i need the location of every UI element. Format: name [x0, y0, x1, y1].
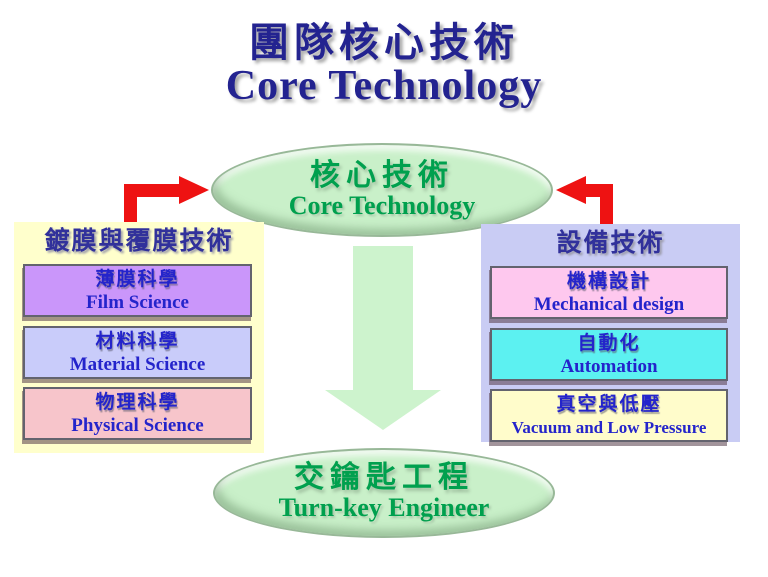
left-red-arrowhead-icon	[179, 176, 209, 204]
vacuum-low-pressure-en: Vacuum and Low Pressure	[511, 418, 707, 437]
mechanical-design-box: 機構設計 Mechanical design	[490, 266, 728, 319]
turnkey-engineer-ellipse: 交鑰匙工程 Turn-key Engineer	[213, 448, 555, 538]
film-science-en: Film Science	[86, 292, 189, 313]
vacuum-low-pressure-zh: 真空與低壓	[556, 394, 662, 415]
equipment-panel-title: 設備技術	[556, 229, 665, 257]
core-technology-ellipse: 核心技術 Core Technology	[211, 143, 553, 237]
automation-zh: 自動化	[577, 333, 641, 354]
mechanical-design-zh: 機構設計	[566, 271, 651, 292]
equipment-panel: 設備技術 機構設計 Mechanical design 自動化 Automati…	[481, 224, 740, 442]
film-science-zh: 薄膜科學	[95, 269, 180, 290]
right-red-arrow-horizontal	[586, 184, 613, 197]
right-red-arrowhead-icon	[556, 176, 586, 204]
slide-title-en: Core Technology	[225, 63, 543, 109]
material-science-box: 材料科學 Material Science	[23, 326, 252, 379]
physical-science-zh: 物理科學	[95, 392, 180, 413]
physical-science-box: 物理科學 Physical Science	[23, 387, 252, 440]
physical-science-en: Physical Science	[71, 415, 204, 436]
slide-title-zh: 團隊核心技術	[249, 21, 519, 65]
coating-film-panel: 鍍膜與覆膜技術 薄膜科學 Film Science 材料科學 Material …	[14, 222, 264, 453]
green-down-arrowhead-icon	[325, 390, 441, 430]
material-science-en: Material Science	[69, 354, 206, 375]
green-down-arrow-shaft	[353, 246, 413, 390]
turnkey-ellipse-zh: 交鑰匙工程	[294, 461, 474, 494]
vacuum-low-pressure-box: 真空與低壓 Vacuum and Low Pressure	[490, 389, 728, 442]
automation-en: Automation	[560, 356, 658, 377]
film-science-box: 薄膜科學 Film Science	[23, 264, 252, 317]
coating-film-panel-title: 鍍膜與覆膜技術	[44, 227, 234, 255]
left-red-arrow-horizontal	[124, 184, 180, 197]
turnkey-ellipse-en: Turn-key Engineer	[278, 493, 490, 522]
slide-title: 團隊核心技術 Core Technology	[0, 22, 768, 108]
core-ellipse-zh: 核心技術	[310, 159, 454, 192]
mechanical-design-en: Mechanical design	[533, 294, 685, 315]
material-science-zh: 材料科學	[95, 331, 180, 352]
core-ellipse-en: Core Technology	[288, 191, 476, 220]
automation-box: 自動化 Automation	[490, 328, 728, 381]
